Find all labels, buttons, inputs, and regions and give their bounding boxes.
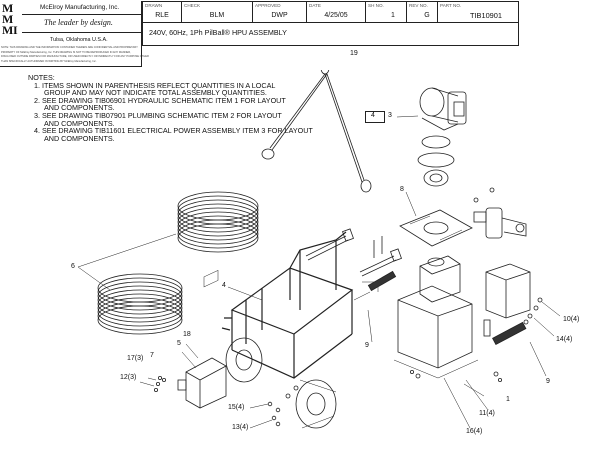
callout-3: 3	[388, 112, 392, 119]
description-cell: 240V, 60Hz, 1Ph PilBall® HPU ASSEMBLY	[142, 22, 519, 46]
proprietary-line: THAN SPECIFICALLY AUTHORIZED IN WRITING …	[1, 59, 97, 63]
callout-14: 14(4)	[556, 336, 573, 343]
callout-7: 7	[150, 352, 154, 359]
callout-9-upper: 9	[365, 342, 369, 349]
leader-lines	[249, 309, 489, 429]
note-line: 1. ITEMS SHOWN IN PARENTHESIS REFLECT QU…	[34, 80, 276, 90]
check-value: BLM	[209, 12, 225, 19]
callout-11: 11(4)	[479, 410, 495, 417]
callout-4-box	[365, 111, 385, 123]
electrical-box	[181, 269, 227, 409]
rev-cell: REV NO. G	[406, 1, 438, 23]
drawn-value: RLE	[155, 12, 169, 19]
callout-4-box-label: 4	[371, 112, 375, 119]
logo-letter: M	[2, 12, 14, 26]
company-logo: M M M I	[1, 1, 21, 45]
approved-cell: APPROVED DWP	[252, 1, 307, 23]
note-line: 3. SEE DRAWING TIB07901 PLUMBING SCHEMAT…	[34, 110, 282, 120]
logo-letter: I	[13, 23, 18, 37]
company-cell: McElroy Manufacturing, Inc. The leader b…	[22, 1, 142, 46]
adapter-plate	[399, 191, 473, 247]
proprietary-line: PROPERTY OF McElroy Manufacturing, Inc. …	[1, 50, 131, 54]
filter-manifold	[473, 187, 527, 239]
assembly-description: 240V, 60Hz, 1Ph PilBall® HPU ASSEMBLY	[149, 28, 287, 37]
date-caption: DATE	[309, 3, 321, 8]
proprietary-line: DISCLOSED OUTSIDE PARTIES FOR MANUFACTUR…	[1, 55, 149, 59]
electric-motor	[396, 87, 467, 187]
decal-labels	[367, 270, 547, 377]
sheet-cell: SH NO. 1	[365, 1, 407, 23]
approved-value: DWP	[271, 12, 288, 19]
proprietary-line: NOTE: THIS DRAWING AND THE INFORMATION C…	[1, 46, 138, 49]
logo-letter: M	[2, 23, 14, 37]
cart-frame	[221, 231, 354, 379]
company-tagline: The leader by design.	[44, 18, 113, 27]
callout-8: 8	[400, 186, 404, 193]
callout-13: 13(4)	[232, 424, 249, 431]
callout-10: 10(4)	[563, 316, 580, 323]
note-line: AND COMPONENTS.	[44, 118, 115, 128]
rev-value: G	[424, 12, 430, 19]
callout-4: 4	[222, 282, 226, 289]
part-caption: PART NO.	[440, 3, 462, 8]
cart-wheels	[225, 337, 337, 429]
callout-5: 5	[177, 340, 181, 347]
callout-18: 18	[183, 331, 191, 338]
hose-coils	[77, 191, 259, 335]
check-cell: CHECK BLM	[181, 1, 253, 23]
notes-heading: NOTES:	[28, 73, 55, 82]
control-box	[485, 263, 561, 337]
company-name: McElroy Manufacturing, Inc.	[40, 4, 120, 11]
sheet-caption: SH NO.	[368, 3, 384, 8]
rev-caption: REV NO.	[409, 3, 428, 8]
exploded-view-drawing	[77, 70, 561, 429]
callout-1: 1	[506, 396, 510, 403]
note-line: GROUP AND MAY NOT INDICATE TOTAL ASSEMBL…	[44, 88, 267, 98]
callout-6: 6	[71, 263, 75, 270]
part-value: TIB10901	[469, 11, 503, 20]
callout-17: 17(3)	[127, 355, 144, 362]
approved-caption: APPROVED	[255, 3, 281, 8]
date-value: 4/25/05	[324, 12, 348, 19]
logo-letter: M	[2, 1, 14, 15]
part-cell: PART NO. TIB10901	[437, 1, 519, 23]
callout-9-lower: 9	[546, 378, 550, 385]
callout-16: 16(4)	[466, 428, 483, 435]
drawn-caption: DRAWN	[145, 3, 163, 8]
proprietary-notice: NOTE: THIS DRAWING AND THE INFORMATION C…	[1, 46, 149, 64]
small-hardware	[139, 375, 281, 427]
date-cell: DATE 4/25/05	[306, 1, 366, 23]
title-block: M M M I McElroy Manufacturing, Inc. The …	[0, 0, 600, 70]
callout-12: 12(3)	[120, 374, 137, 381]
callout-19: 19	[350, 50, 358, 57]
note-line: AND COMPONENTS.	[44, 133, 115, 143]
hose-fittings	[305, 228, 402, 301]
callout-15: 15(4)	[228, 404, 245, 411]
company-location: Tulsa, Oklahoma U.S.A.	[50, 37, 108, 43]
drawn-cell: DRAWN RLE	[142, 1, 182, 23]
note-line: 2. SEE DRAWING TIB06901 HYDRAULIC SCHEMA…	[34, 95, 286, 105]
note-line: 4. SEE DRAWING TIB11601 ELECTRICAL POWER…	[34, 126, 313, 136]
reservoir-tank	[393, 255, 502, 382]
check-caption: CHECK	[184, 3, 201, 8]
note-line: AND COMPONENTS.	[44, 103, 115, 113]
lifting-sling	[261, 70, 372, 193]
drawing-notes: NOTES: 1. ITEMS SHOWN IN PARENTHESIS REF…	[28, 74, 328, 142]
sheet-value: 1	[391, 12, 395, 19]
